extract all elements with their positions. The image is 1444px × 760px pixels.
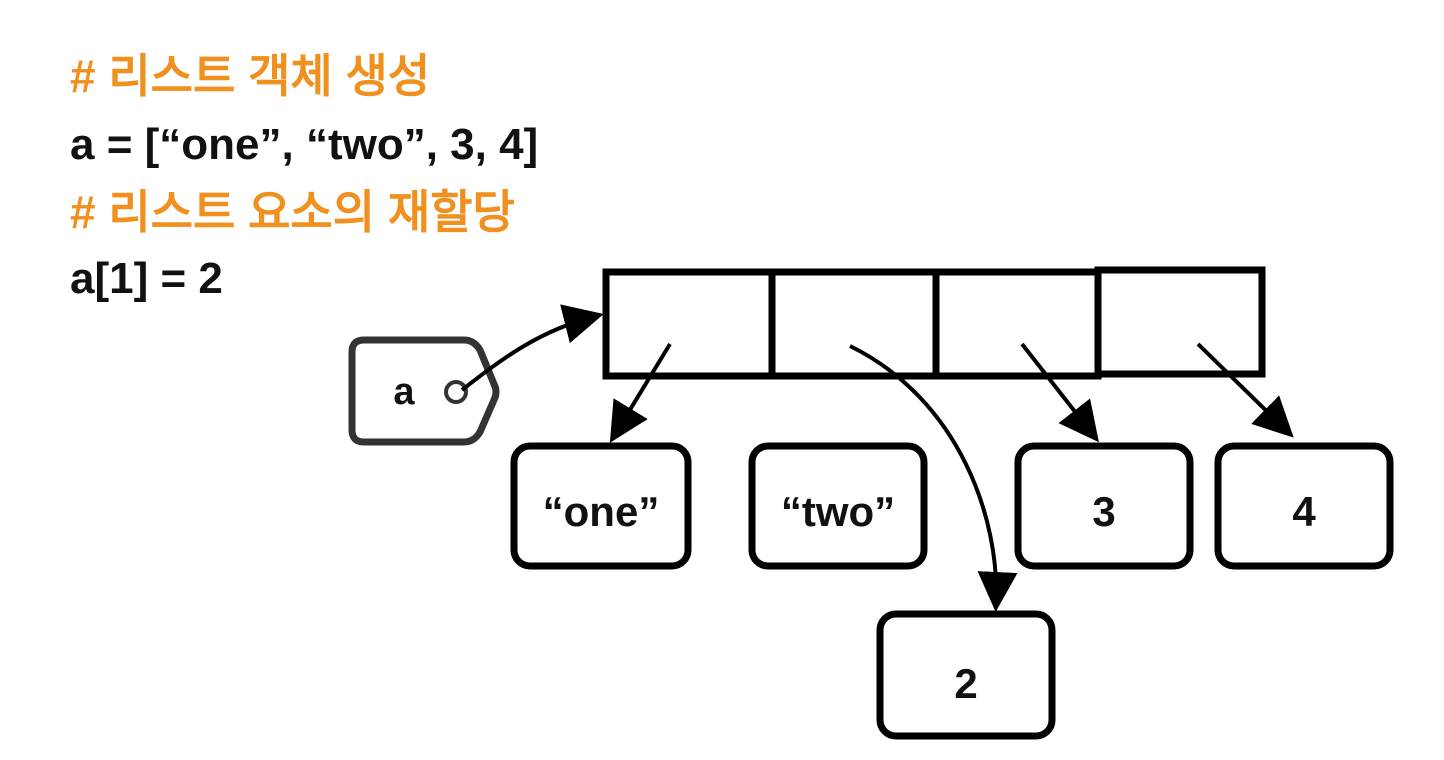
element-four-label: 4 [1292, 488, 1316, 535]
code-list-create: a = [“one”, “two”, 3, 4] [70, 120, 539, 169]
list-object [602, 266, 1266, 380]
arrow-cell0-to-one [609, 342, 672, 443]
arrow-cell3-to-four [1196, 342, 1294, 438]
reference-dot-icon [444, 380, 468, 404]
code-element-reassign: a[1] = 2 [70, 254, 223, 303]
element-two: “two” [748, 442, 928, 570]
comment-list-create: # 리스트 객체 생성 [70, 50, 431, 102]
element-two-label: “two” [781, 488, 895, 535]
element-one: “one” [510, 442, 692, 570]
arrow-cell1-to-new-two [849, 344, 1018, 612]
list-cell-2 [932, 268, 1102, 380]
element-one-label: “one” [543, 488, 660, 535]
arrow-variable-to-list [460, 304, 604, 392]
arrow-cell2-to-three [1020, 342, 1099, 443]
variable-tag-label: a [393, 371, 415, 413]
comment-element-reassign: # 리스트 요소의 재할당 [70, 186, 515, 238]
element-four: 4 [1214, 442, 1394, 570]
list-cell-1 [768, 268, 940, 380]
element-three: 3 [1014, 442, 1194, 570]
element-new-two-label: 2 [954, 660, 977, 707]
list-cell-0 [602, 268, 776, 380]
list-cell-3 [1094, 266, 1266, 378]
variable-tag-a: a [348, 336, 500, 446]
element-new-two: 2 [876, 610, 1056, 740]
element-three-label: 3 [1092, 488, 1115, 535]
